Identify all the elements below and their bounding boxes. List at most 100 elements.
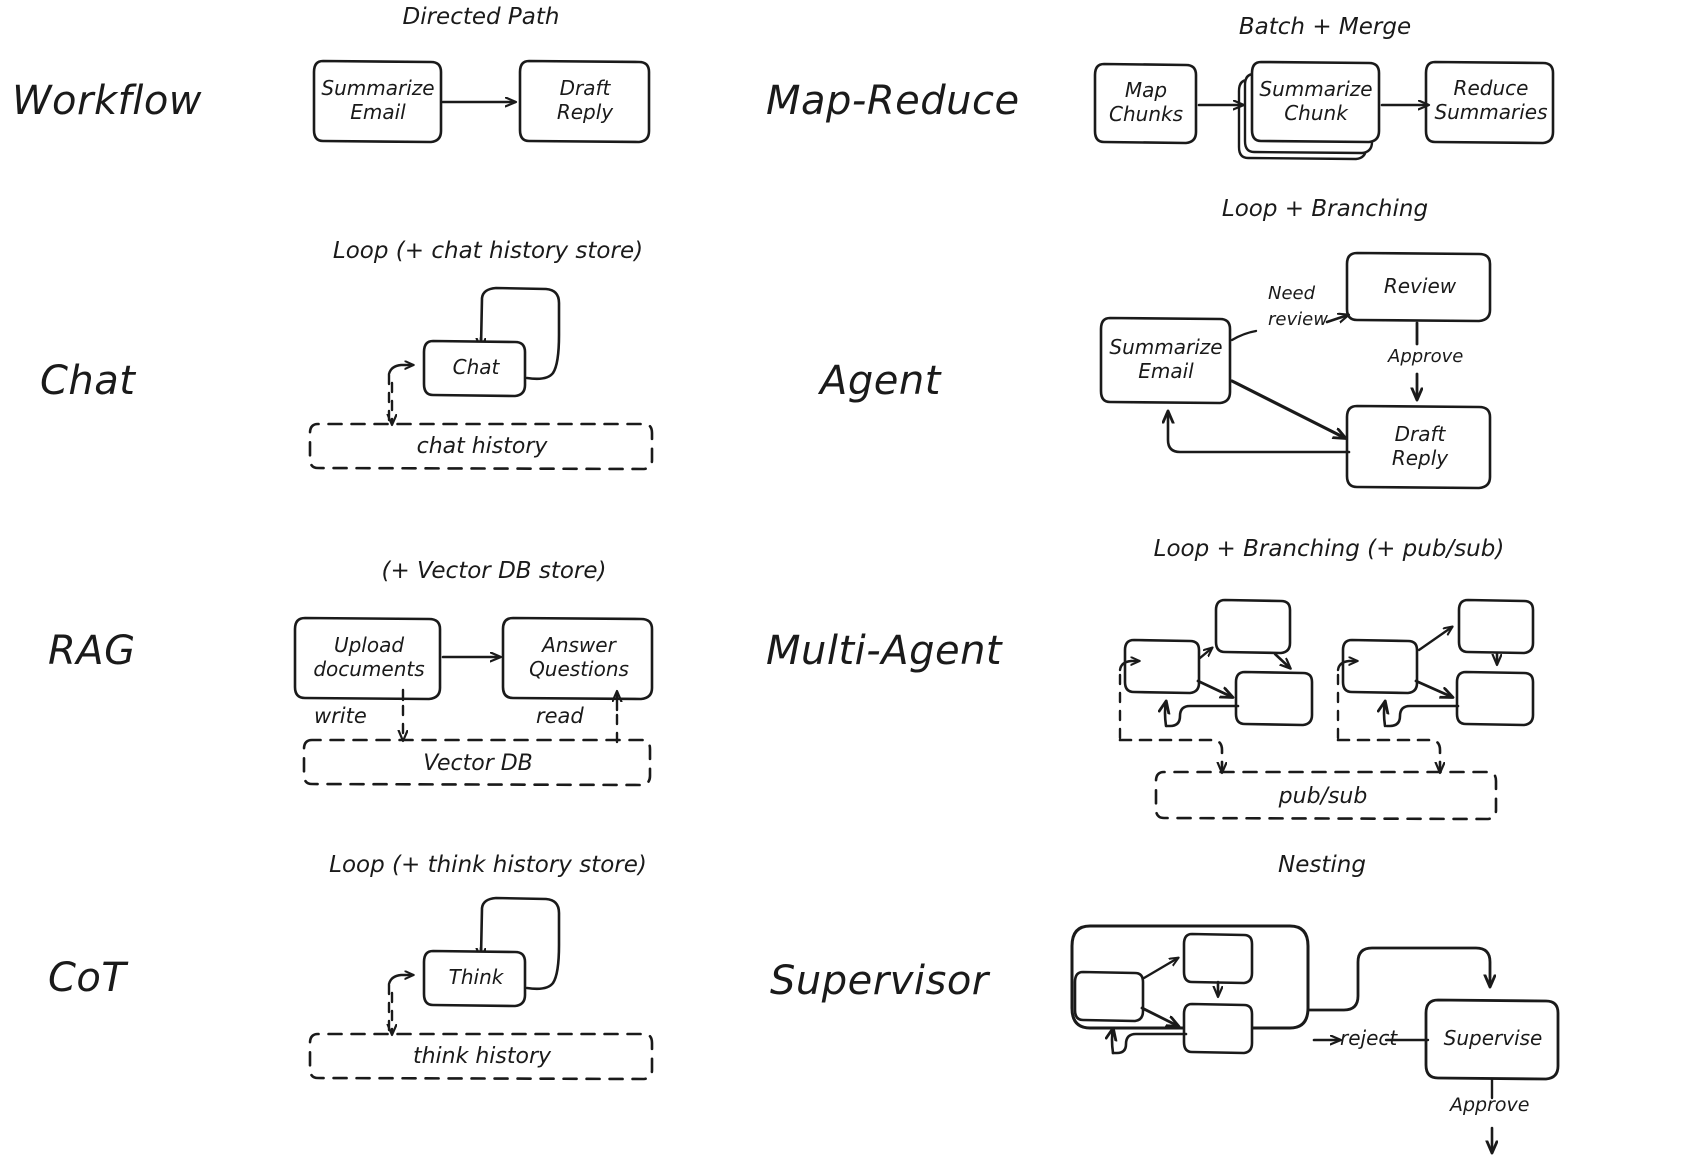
store-chat-history [308, 422, 654, 471]
edge-label-review: review [1268, 309, 1328, 330]
node-draft-reply [518, 59, 651, 144]
store-label-think-history: think history [412, 1043, 552, 1069]
node-agent-draft-reply [1345, 404, 1492, 490]
chat-diagram [308, 286, 654, 471]
edge-sup-a-b [1142, 958, 1178, 980]
caption-nesting: Nesting [1278, 852, 1366, 878]
edge-label-reject: reject [1340, 1026, 1398, 1050]
agent-diagram [1099, 251, 1492, 490]
edge-c2-a-b [1417, 627, 1452, 652]
caption-loop-branching: Loop + Branching [1221, 196, 1429, 222]
store-label-pub-sub: pub/sub [1278, 783, 1368, 809]
edge-c1-c-a-1 [1165, 704, 1240, 728]
edge-label-approve-supervisor: Approve [1450, 1094, 1530, 1116]
row-label-multi-agent: Multi-Agent [766, 628, 1003, 674]
row-label-map-reduce: Map-Reduce [766, 78, 1020, 124]
node-chat [422, 339, 527, 398]
node-label-upload-documents: Upload documents [313, 633, 425, 681]
node-sup-a [1073, 970, 1145, 1023]
node-upload-documents [293, 616, 442, 701]
node-cluster1-b [1214, 598, 1292, 655]
edge-history-to-chat-arrow [387, 365, 413, 376]
node-map-chunks [1093, 62, 1198, 145]
edge-c2-in-2 [1336, 661, 1357, 672]
node-agent-review [1345, 251, 1492, 323]
store-vector-db [302, 738, 652, 787]
node-cluster2-a [1341, 638, 1419, 695]
node-label-agent-summarize-email: Summarize Email [1109, 335, 1223, 383]
edge-label-read: read [536, 704, 584, 728]
node-label-summarize-email: Summarize Email [321, 76, 435, 124]
node-label-reduce-summaries: Reduce Summaries [1434, 76, 1548, 124]
rag-diagram [293, 616, 654, 787]
node-label-think: Think [448, 965, 504, 990]
caption-loop-think-history: Loop (+ think history store) [329, 852, 647, 878]
edge-c1-b-c [1273, 652, 1290, 668]
row-label-workflow: Workflow [12, 78, 203, 124]
node-reduce-summaries [1424, 60, 1555, 145]
caption-vector-db-store: (+ Vector DB store) [381, 558, 607, 584]
edge-chat-selfloop [479, 286, 561, 381]
store-label-chat-history: chat history [416, 433, 548, 459]
caption-directed-path: Directed Path [402, 4, 560, 30]
edge-c2-c-a-2 [1384, 702, 1385, 728]
edge-sup-a-c [1140, 1006, 1178, 1026]
edge-draft-to-summarize-loop [1168, 412, 1351, 454]
node-cluster2-c [1455, 670, 1535, 727]
row-label-rag: RAG [48, 628, 136, 674]
edge-c1-a-c [1196, 679, 1232, 697]
multi-agent-cluster-1 [1118, 598, 1314, 772]
edge-thinkhist-to-think-arrow [387, 975, 413, 986]
workflow-diagram [312, 59, 651, 144]
node-label-agent-review: Review [1383, 274, 1457, 299]
edge-summarize-to-review-arrow [1325, 315, 1348, 322]
row-label-supervisor: Supervisor [770, 958, 989, 1004]
node-label-agent-draft-reply: Draft Reply [1391, 422, 1449, 470]
cot-diagram [308, 896, 654, 1081]
node-label-draft-reply: Draft Reply [556, 76, 614, 124]
node-cluster2-b [1457, 598, 1535, 655]
edge-think-selfloop [479, 896, 561, 991]
caption-loop-chat-history: Loop (+ chat history store) [332, 238, 644, 264]
node-label-supervise: Supervise [1443, 1026, 1543, 1051]
map-reduce-diagram [1093, 60, 1555, 161]
row-label-chat: Chat [40, 358, 136, 404]
node-cluster1-c [1234, 670, 1314, 727]
edge-c2-c-a-1 [1385, 704, 1460, 728]
edge-sup-c-a-1 [1111, 1032, 1188, 1055]
edge-c2-a-c [1414, 679, 1452, 697]
multi-agent-cluster-2 [1336, 598, 1535, 772]
edge-subgraph-to-supervise [1306, 946, 1490, 1012]
node-summarize-email [312, 59, 443, 144]
node-label-summarize-chunk: Summarize Chunk [1259, 77, 1373, 125]
edge-summarize-to-draft [1230, 379, 1345, 438]
supervisor-diagram [1070, 924, 1560, 1152]
edge-c1-in-2 [1118, 661, 1139, 672]
caption-loop-branching-pubsub: Loop + Branching (+ pub/sub) [1153, 536, 1505, 562]
node-agent-summarize-email [1099, 316, 1232, 405]
edge-summarize-to-review-stub [1230, 329, 1258, 342]
node-sup-b [1182, 932, 1254, 985]
node-summarize-chunk [1250, 60, 1381, 144]
node-label-answer-questions: Answer Questions [529, 633, 629, 681]
row-label-agent: Agent [820, 358, 941, 404]
node-supervise [1424, 998, 1560, 1081]
node-sup-c [1182, 1002, 1254, 1055]
store-pub-sub [1154, 770, 1498, 821]
node-answer-questions [501, 616, 654, 701]
node-label-map-chunks: Map Chunks [1109, 78, 1183, 126]
row-label-cot: CoT [48, 955, 127, 1001]
edge-label-need: Need [1268, 283, 1316, 304]
edge-label-approve: Approve [1388, 346, 1464, 367]
store-think-history [308, 1032, 654, 1081]
node-cluster1-a [1123, 638, 1201, 695]
node-label-chat: Chat [452, 355, 500, 380]
edge-c1-out [1118, 738, 1222, 772]
store-label-vector-db: Vector DB [423, 750, 533, 776]
edge-c1-c-a-2 [1165, 702, 1166, 728]
multi-agent-diagram [1118, 598, 1535, 821]
edge-sup-c-a-2 [1112, 1029, 1113, 1055]
node-think [422, 949, 527, 1008]
edge-c1-a-b [1198, 648, 1212, 660]
